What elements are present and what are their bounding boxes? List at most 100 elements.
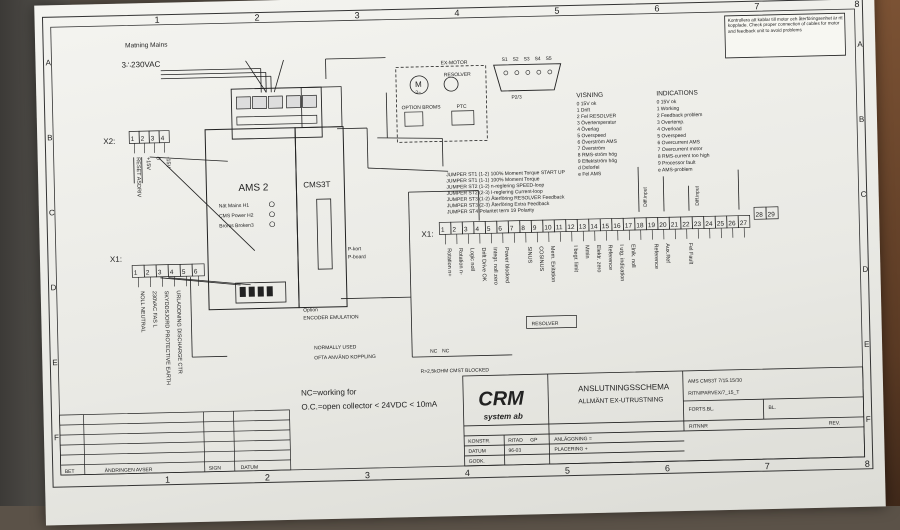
list-line: JUMPER ST4 Polaritet term 19 Polarity [447, 207, 535, 215]
ams2-row-3: Broms Broken3 [219, 223, 254, 230]
r-note: R>2,5kOHM CMST BLOCKED [421, 367, 490, 375]
list-line: 3 Overtemp. [657, 119, 685, 126]
diff-input-1: Diff.input [642, 186, 648, 206]
rev-andringen: ÄNDRINGEN AVSER [105, 466, 153, 474]
terminal-signal-label: Rotation n+ [446, 248, 453, 276]
terminal-signal-label: Elnik. noll [630, 244, 637, 268]
dsub-pin [504, 71, 508, 75]
row-marker-right: E [864, 340, 870, 349]
list-line: 1 Working [657, 106, 680, 113]
nc-label-1: NC [430, 349, 438, 355]
column-marker-top: 1 [154, 15, 159, 25]
terminal-pin-number: 11 [556, 224, 563, 231]
terminal-pin-number: 13 [579, 224, 587, 231]
row-marker-right: A [857, 40, 863, 49]
drawing-number: AMS CMS3T 7/15.15/30 [688, 378, 742, 385]
terminal-pin-number: 16 [613, 223, 621, 230]
datum-label: DATUM [468, 448, 486, 454]
x1-right-extra-terminal: 28 29 [754, 207, 778, 220]
column-marker-bottom: 4 [465, 468, 470, 478]
ritn-code: RITN/PARVEX/7_15_T [688, 390, 739, 397]
resolver-label: RESOLVER [444, 72, 471, 79]
terminal-signal-label: NOLL NEUTRAL [139, 291, 146, 333]
jumper-list: JUMPER ST1 (1-2) 100% Moment Torque STAR… [446, 170, 566, 216]
terminal-pin-number: 6 [498, 226, 502, 233]
resolver-box-label: RESOLVER [532, 321, 559, 328]
drawing-frame [51, 9, 865, 475]
rev-sign: SIGN [209, 465, 222, 471]
row-marker-right: D [862, 265, 868, 274]
ritad-value: GP [530, 437, 538, 443]
anlaggning-label: ANLÄGGNING = [554, 435, 592, 443]
brake-symbol [405, 112, 423, 126]
terminal-pin-number: 21 [671, 222, 679, 229]
ex-motor-box [396, 65, 488, 142]
terminal-signal-label: Rotation n- [457, 248, 464, 275]
ams2-terminals [231, 87, 322, 139]
terminal-signal-label: Mem. Exitation [549, 246, 556, 283]
terminal-signal-label: COSINUS [538, 246, 545, 272]
ams2-terminal-blocks [236, 95, 317, 125]
x2-label: X2: [103, 137, 115, 146]
dsub-pin-label: S4 [534, 56, 540, 62]
list-line: 0 15V ok [577, 101, 597, 107]
terminal-pin-number: 2 [452, 227, 456, 234]
terminal-signal-label: Logic noll [469, 248, 476, 271]
terminal-pin-number: 26 [728, 220, 736, 227]
ams2-title: AMS 2 [238, 182, 269, 194]
column-marker-bottom: 7 [765, 461, 770, 471]
dsub-connector [494, 64, 562, 92]
terminal-pin-number: 8 [521, 225, 525, 232]
column-marker-top: 7 [754, 1, 759, 11]
nc-label-2: NC [442, 348, 450, 354]
column-marker-bottom: 3 [365, 470, 370, 480]
company-logo: CRM [478, 388, 525, 411]
terminal-pin-number: 1 [131, 136, 135, 143]
column-marker-bottom: 5 [565, 466, 570, 476]
schema-subtitle: ALLMÄNT EX-UTRUSTNING [578, 395, 663, 405]
option-label: Option [303, 307, 318, 313]
column-marker-top: 3 [354, 10, 359, 20]
terminal-pin-number: 10 [544, 224, 552, 231]
terminal-signal-label: Reference [607, 245, 614, 271]
ex-motor-label: EX-MOTOR [441, 60, 468, 67]
p-kort-label: P-kort [348, 246, 362, 252]
dsub-pin [515, 71, 519, 75]
motor-m: M [415, 80, 422, 89]
terminal-pin-number: 3 [464, 226, 468, 233]
terminal-signal-label: Integr. noll zero [492, 247, 499, 285]
ritad-label: RITAD [508, 438, 523, 444]
forts-label: FORTS.BL. [688, 406, 714, 413]
list-line: 1 Drift [577, 107, 591, 113]
row-marker-left: E [52, 358, 58, 367]
terminal-pin-number: 29 [768, 211, 776, 218]
terminal-signal-label: URLADDNING DISCHARGE CTR [175, 290, 183, 374]
row-marker-right: B [859, 115, 865, 124]
indications-title: INDICATIONS [656, 90, 698, 98]
terminal-pin-number: 5 [182, 269, 186, 276]
company-sub: system ab [484, 412, 523, 422]
terminal-pin-number: 22 [682, 221, 690, 228]
terminal-pin-number: 19 [648, 222, 656, 229]
ams2-row-1: Nät Mains H1 [219, 203, 250, 210]
list-line: 3 Övertemperatur [577, 119, 617, 127]
terminal-pin-number: 28 [756, 212, 764, 219]
mains-voltage: 3∴230VAC [121, 60, 160, 70]
mains-wires [161, 60, 285, 95]
column-marker-top: 6 [654, 3, 659, 13]
list-line: 4 Overload [657, 126, 682, 133]
column-marker-top: 2 [254, 12, 259, 22]
terminal-pin-number: 18 [636, 222, 644, 229]
konstr-label: KONSTR. [468, 438, 490, 445]
terminal-pin-number: 24 [705, 221, 713, 228]
terminal-signal-label: Aux.Ref [664, 243, 670, 263]
column-marker-bottom: 8 [865, 459, 870, 469]
terminal-pin-number: 15 [602, 223, 610, 230]
terminal-pin-number: 17 [625, 223, 633, 230]
